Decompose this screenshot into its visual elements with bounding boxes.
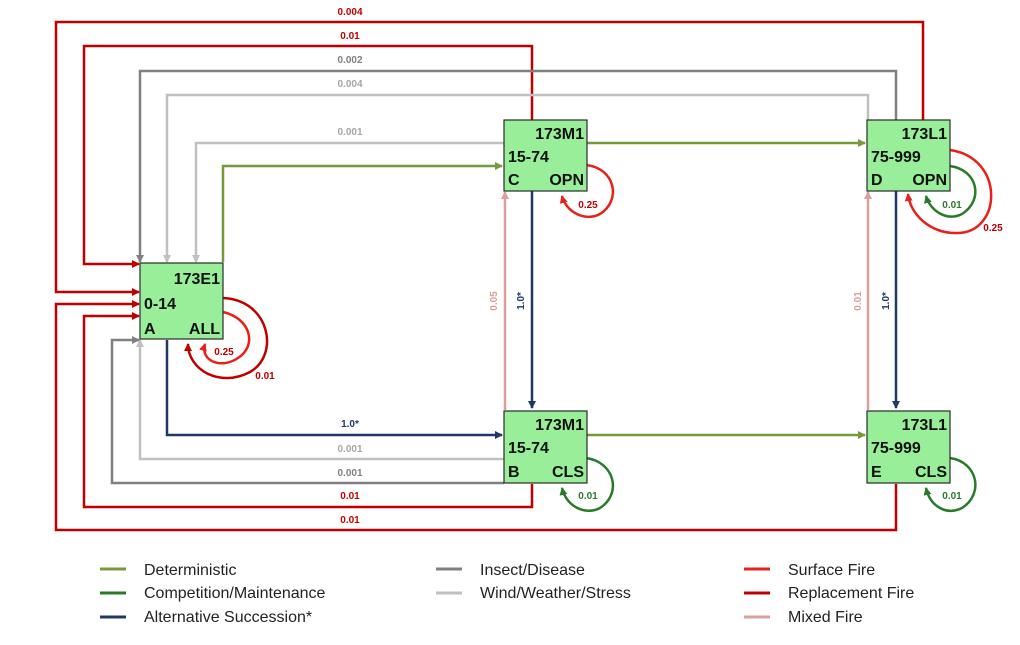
label-d-to-e-alternative: 1.0* — [881, 292, 892, 310]
box-e-code: 173L1 — [902, 417, 947, 434]
box-b-letter: B — [508, 464, 520, 481]
legend: Deterministic Competition/Maintenance Al… — [100, 562, 914, 626]
box-d-range: 75-999 — [871, 149, 921, 166]
label-e-self-competition: 0.01 — [942, 491, 962, 502]
loop-d-competition — [924, 164, 977, 218]
label-a-self-surface: 0.25 — [214, 347, 234, 358]
label-b-to-a-replacement: 0.01 — [340, 491, 360, 502]
label-c-self-surface: 0.25 — [578, 200, 598, 211]
arrow-a-to-b-alternative — [165, 340, 503, 439]
arrow-c-to-a-wind — [192, 141, 504, 263]
box-a-letter: A — [144, 321, 156, 338]
box-c-code: 173M1 — [535, 126, 584, 143]
label-d-self-surface: 0.25 — [983, 223, 1003, 234]
box-b-cover: CLS — [552, 464, 584, 481]
box-e-cover: CLS — [915, 464, 947, 481]
label-b-to-c-mixed: 0.05 — [489, 291, 500, 311]
legend-label-alternative: Alternative Succession* — [144, 609, 312, 626]
label-b-self-competition: 0.01 — [578, 491, 598, 502]
box-d-letter: D — [871, 172, 883, 189]
legend-label-insect: Insect/Disease — [480, 562, 585, 579]
box-c-letter: C — [508, 172, 520, 189]
arrow-c-to-a-replacement — [82, 44, 534, 268]
box-a-code: 173E1 — [174, 271, 220, 288]
box-d-cover: OPN — [912, 172, 947, 189]
loop-a-surface — [199, 310, 251, 365]
label-c-to-a-wind: 0.001 — [337, 127, 362, 138]
arrow-b-to-a-wind — [136, 339, 504, 461]
legend-label-replacement-fire: Replacement Fire — [788, 585, 914, 602]
loop-a-replacement — [184, 296, 269, 380]
label-c-to-b-alternative: 1.0* — [516, 292, 527, 310]
label-d-to-a-wind: 0.004 — [337, 79, 362, 90]
box-e-letter: E — [871, 464, 882, 481]
label-a-self-replacement: 0.01 — [255, 371, 275, 382]
box-a-cover: ALL — [189, 321, 220, 338]
arrow-d-to-a-replacement — [54, 20, 925, 296]
loop-d-surface — [904, 148, 993, 235]
arrow-e-to-a-replacement — [54, 300, 898, 532]
box-b-code: 173M1 — [535, 417, 584, 434]
arrow-d-to-a-wind — [163, 93, 870, 263]
label-d-self-competition: 0.01 — [942, 200, 962, 211]
box-d-code: 173L1 — [902, 126, 947, 143]
label-c-to-a-replacement: 0.01 — [340, 31, 360, 42]
box-a-range: 0-14 — [144, 296, 176, 313]
label-b-to-a-wind: 0.001 — [337, 444, 362, 455]
box-e-range: 75-999 — [871, 440, 921, 457]
legend-label-competition: Competition/Maintenance — [144, 585, 326, 602]
loop-b-competition — [559, 456, 615, 513]
loop-c-surface — [559, 163, 615, 219]
state-box-a: 173E1 0-14 A ALL — [139, 262, 224, 340]
legend-label-mixed-fire: Mixed Fire — [788, 609, 863, 626]
label-a-to-b-alternative: 1.0* — [341, 419, 359, 430]
label-b-to-a-insect: 0.001 — [337, 468, 362, 479]
label-e-to-d-mixed: 0.01 — [853, 291, 864, 311]
arrow-d-to-a-insect — [136, 69, 898, 263]
legend-label-surface-fire: Surface Fire — [788, 562, 875, 579]
label-d-to-a-replacement: 0.004 — [337, 7, 362, 18]
legend-label-deterministic: Deterministic — [144, 562, 236, 579]
state-box-b: 173M1 15-74 B CLS — [503, 410, 588, 484]
state-box-c: 173M1 15-74 C OPN — [503, 119, 588, 192]
state-box-e: 173L1 75-999 E CLS — [866, 410, 951, 484]
box-c-cover: OPN — [549, 172, 584, 189]
label-d-to-a-insect: 0.002 — [337, 55, 362, 66]
arrow-a-to-c-deterministic — [221, 162, 503, 262]
arrow-b-to-a-insect — [110, 336, 504, 485]
legend-label-wind: Wind/Weather/Stress — [480, 585, 631, 602]
loop-e-competition — [923, 456, 977, 513]
state-box-d: 173L1 75-999 D OPN — [866, 119, 951, 192]
arrow-b-to-a-replacement — [82, 312, 534, 509]
box-c-range: 15-74 — [508, 149, 549, 166]
label-e-to-a-replacement: 0.01 — [340, 515, 360, 526]
box-b-range: 15-74 — [508, 440, 549, 457]
